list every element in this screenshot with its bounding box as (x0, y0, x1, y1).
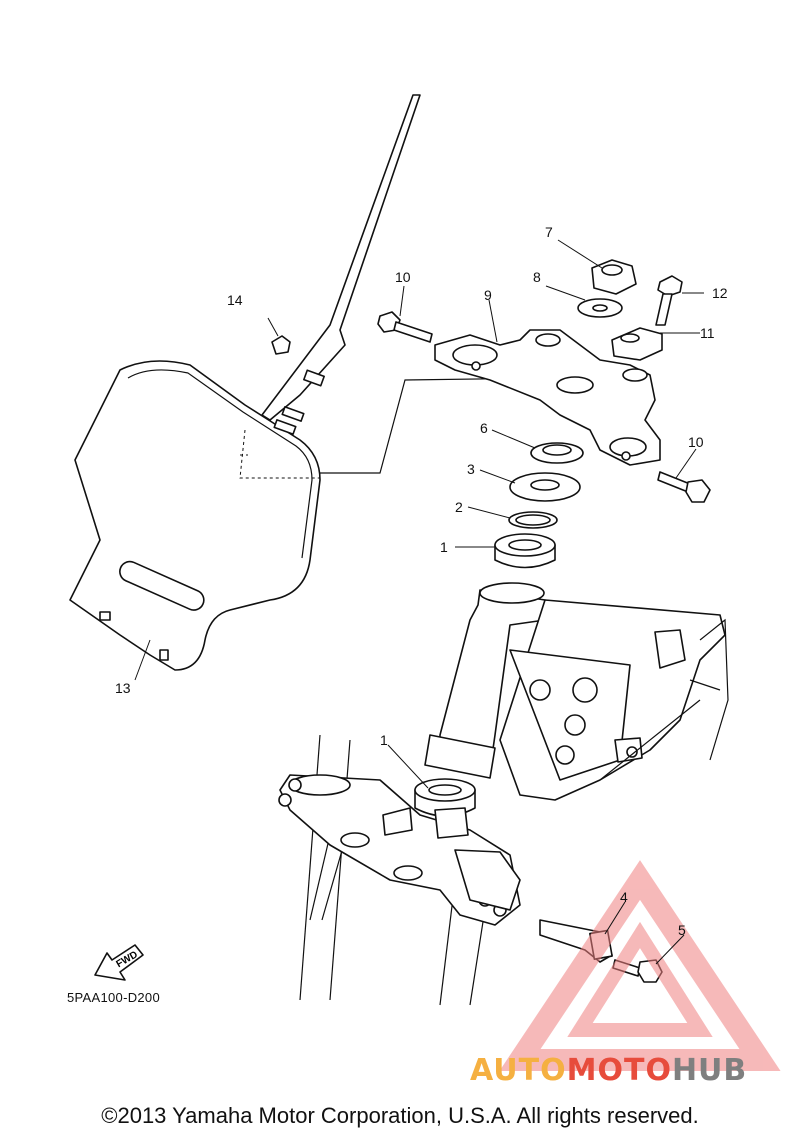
callout-1-upper: 1 (440, 539, 448, 555)
washer-3 (509, 472, 581, 502)
steering-nut-7 (591, 259, 637, 295)
callout-2: 2 (455, 499, 463, 515)
lower-bracket (278, 774, 521, 926)
callout-8: 8 (533, 269, 541, 285)
logo-text-moto: MOTO (566, 1053, 672, 1088)
callout-6: 6 (480, 420, 488, 436)
bearing-upper (494, 533, 556, 569)
washer-8 (577, 298, 623, 318)
seal-2 (508, 511, 558, 529)
callout-13: 13 (115, 680, 131, 696)
callout-1-lower: 1 (380, 732, 388, 748)
logo-text-hub: HUB (671, 1053, 748, 1088)
pinch-bolt-lower (657, 471, 711, 503)
callout-3: 3 (467, 461, 475, 477)
pinch-bolt-upper (377, 311, 433, 343)
watermark-logo-text: AUTOMOTOHUB (470, 1053, 747, 1088)
callout-11: 11 (700, 325, 715, 341)
clamp-cap-11 (611, 327, 663, 361)
callout-numbers: 1 1 2 3 4 5 6 7 8 9 10 10 11 12 13 14 (115, 224, 728, 938)
watermark-triangle (499, 860, 781, 1071)
callout-12: 12 (712, 285, 728, 301)
callout-10-lower: 10 (688, 434, 704, 450)
callout-14: 14 (227, 292, 243, 308)
fwd-arrow-icon: FWD (94, 944, 144, 981)
screw-14 (267, 317, 291, 355)
callout-7: 7 (545, 224, 553, 240)
logo-text-auto: AUTO (470, 1053, 567, 1088)
leader-lines (134, 239, 704, 965)
callout-4: 4 (620, 889, 628, 905)
head-pipe-lower (424, 734, 496, 779)
ring-nut-6 (530, 442, 584, 464)
upper-bracket (434, 329, 661, 466)
number-plate (69, 94, 551, 671)
bolt-12 (655, 275, 683, 326)
callout-5: 5 (678, 922, 686, 938)
callout-10-upper: 10 (395, 269, 411, 285)
callout-9: 9 (484, 287, 492, 303)
drawing-code: 5PAA100-D200 (67, 990, 160, 1005)
copyright-notice: ©2013 Yamaha Motor Corporation, U.S.A. A… (101, 1103, 699, 1128)
